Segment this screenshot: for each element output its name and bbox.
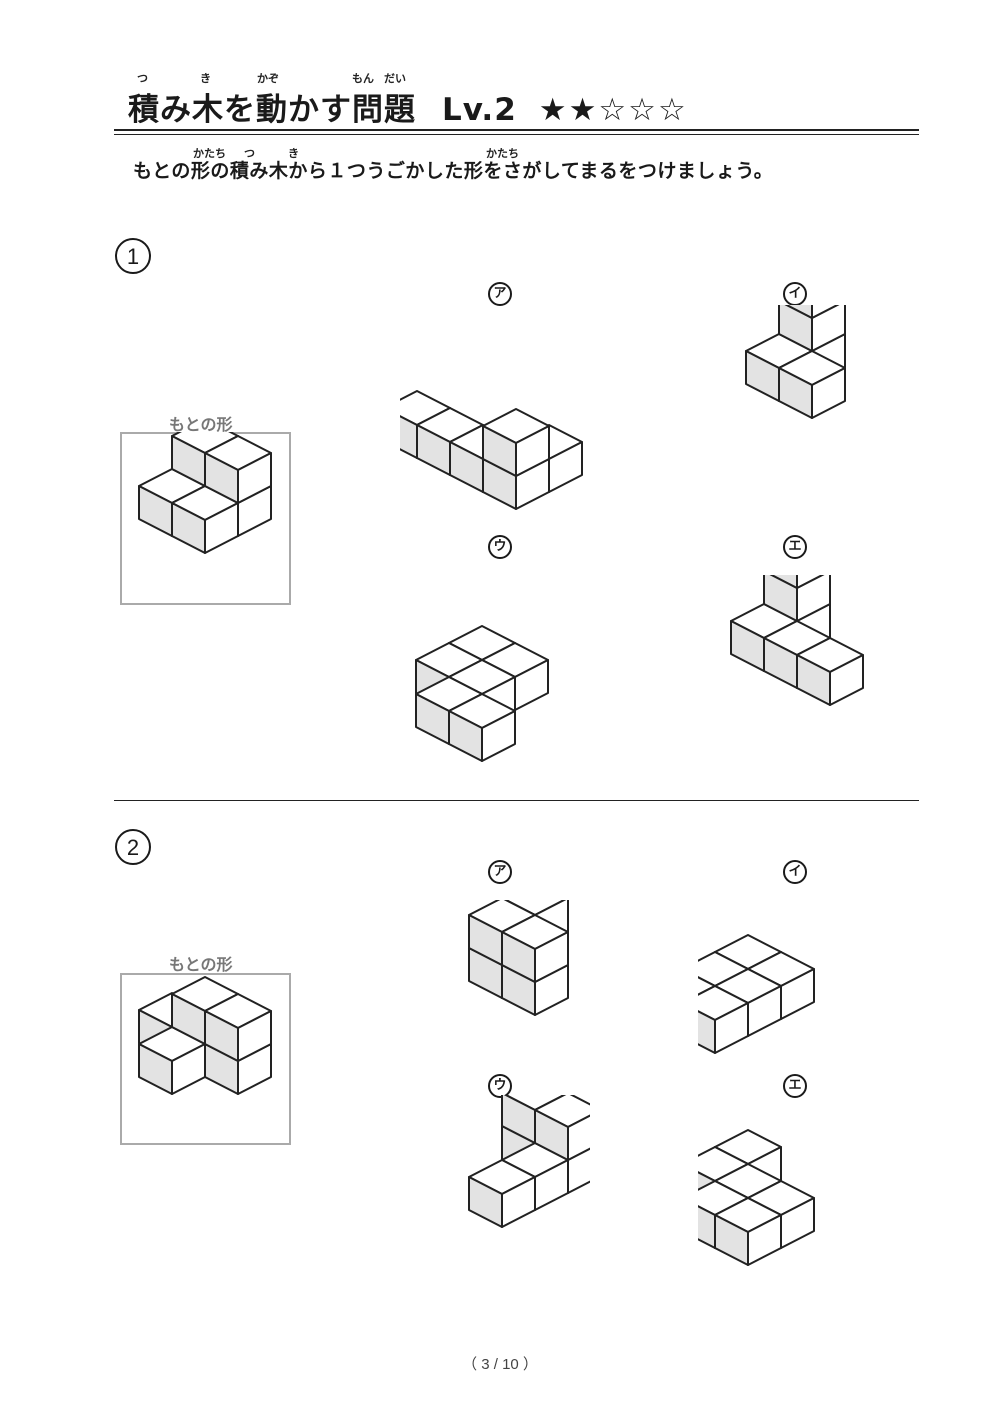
option-q1-u[interactable]: ウ (488, 535, 512, 559)
instruction-text: もとの形の積み木から１つうごかした形をさがしてまるをつけましょう。 (133, 160, 774, 182)
block-cube (698, 985, 749, 1054)
block-cube (784, 305, 840, 319)
ruby-tsu-2: つ (244, 147, 255, 160)
shape-q1-e[interactable] (715, 575, 875, 765)
question-number-2: 2 (115, 829, 151, 865)
option-q2-i[interactable]: イ (783, 860, 807, 884)
block-cube (138, 1026, 206, 1095)
original-shape-1 (138, 432, 272, 554)
shape-q2-u[interactable] (420, 1095, 590, 1265)
original-shape-label-2: もとの形 (169, 955, 233, 974)
option-q2-a[interactable]: ア (488, 860, 512, 884)
option-q2-e[interactable]: エ (783, 1074, 807, 1098)
block-cube (778, 350, 846, 419)
block-cube (468, 1159, 536, 1228)
ruby-mon: もん (352, 72, 374, 85)
block-cube (204, 435, 272, 504)
block-cube (482, 408, 550, 477)
difficulty-stars: ★★☆☆☆ (538, 92, 688, 128)
option-q1-e[interactable]: エ (783, 535, 807, 559)
ruby-katachi-2: かたち (486, 147, 519, 160)
ruby-ki-2: き (288, 147, 299, 160)
level-label: Lv.2 (442, 92, 517, 128)
option-q1-a[interactable]: ア (488, 282, 512, 306)
original-shape-2 (138, 976, 272, 1095)
block-cube (534, 1095, 590, 1161)
block-cube (448, 693, 516, 762)
shape-q1-a[interactable] (400, 360, 600, 520)
ruby-dai: だい (384, 72, 406, 85)
block-cube (769, 575, 825, 589)
section-divider (114, 800, 919, 801)
block-cube (796, 637, 864, 706)
shape-q1-i[interactable] (730, 305, 870, 515)
shape-q2-e[interactable] (698, 1120, 898, 1270)
original-shape-frame-2 (120, 973, 291, 1145)
header-rule-bottom (114, 134, 919, 135)
shape-q2-i[interactable] (698, 925, 898, 1055)
shape-q1-u[interactable] (400, 610, 600, 770)
header-rule-top (114, 129, 919, 131)
ruby-tsu: つ (137, 72, 148, 85)
block-cube (714, 1197, 782, 1266)
ruby-katachi-1: かたち (193, 147, 226, 160)
block-cube (204, 993, 272, 1062)
block-cube (501, 914, 569, 983)
ruby-ki: き (200, 72, 211, 85)
original-shape-label-1: もとの形 (169, 415, 233, 434)
title-text: 積み木を動かす問題 (128, 92, 416, 128)
page-title: 積み木を動かす問題 Lv.2 ★★☆☆☆ (128, 84, 688, 129)
shape-q2-a[interactable] (420, 900, 590, 1060)
question-number-1: 1 (115, 238, 151, 274)
ruby-kazo: かぞ (257, 72, 279, 85)
page-indicator: （ 3 / 10 ） (462, 1356, 538, 1373)
option-q2-u[interactable]: ウ (488, 1074, 512, 1098)
option-q1-i[interactable]: イ (783, 282, 807, 306)
